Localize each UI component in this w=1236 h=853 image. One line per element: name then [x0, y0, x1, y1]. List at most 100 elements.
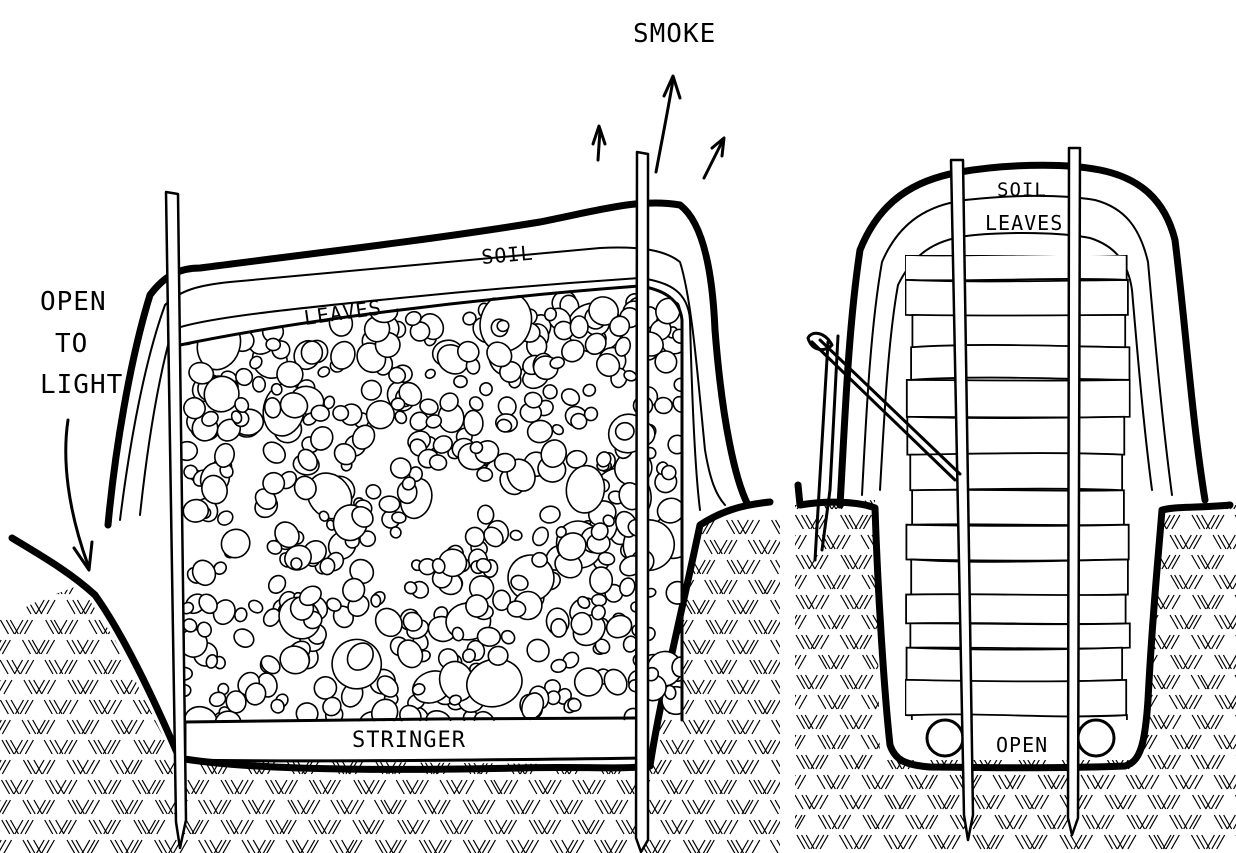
open-to-light-label-line1: OPEN: [40, 287, 107, 317]
hatch-stroke: [557, 720, 565, 734]
hatch-stroke: [731, 840, 739, 853]
hatch-stroke: [430, 640, 438, 654]
hatch-stroke: [729, 540, 737, 554]
hatch-stroke: [429, 520, 437, 534]
hatch-stroke: [760, 740, 768, 754]
stake-left[interactable]: [166, 192, 186, 848]
hatch-stroke: [1185, 615, 1193, 629]
hatch-stroke: [1127, 815, 1135, 829]
hatch-stroke: [49, 820, 57, 834]
hatch-stroke: [266, 740, 274, 754]
hatch-stroke: [2, 780, 10, 794]
hatch-stroke: [76, 800, 84, 814]
hatch-stroke: [1140, 495, 1148, 509]
wood-chunk: [454, 376, 467, 388]
hatch-stroke: [816, 715, 824, 729]
hatch-stroke: [897, 675, 905, 689]
hatch-stroke: [517, 720, 525, 734]
hatch-stroke: [806, 515, 814, 529]
hatch-stroke: [754, 700, 762, 714]
hatch-stroke: [20, 700, 28, 714]
hatch-stroke: [142, 540, 150, 554]
hatch-stroke: [0, 560, 7, 574]
vent-log-left: [927, 720, 963, 756]
hatch-stroke: [687, 520, 695, 534]
hatch-stroke: [143, 580, 151, 594]
hatch-stroke: [240, 660, 248, 674]
hatch-stroke: [138, 540, 146, 554]
wood-chunk: [364, 482, 383, 501]
hatch-stroke: [468, 800, 476, 814]
hatch-stroke: [797, 835, 805, 849]
hatch-stroke: [69, 740, 77, 754]
hatch-stroke: [297, 680, 305, 694]
hatch-stroke: [749, 780, 757, 794]
hatch-stroke: [899, 795, 907, 809]
stacked-wood: [905, 254, 1130, 752]
hatch-stroke: [444, 520, 452, 534]
hatch-stroke: [68, 800, 76, 814]
hatch-stroke: [1128, 715, 1136, 729]
hatch-stroke: [125, 600, 133, 614]
hatch-stroke: [1170, 535, 1178, 549]
hatch-stroke: [973, 815, 981, 829]
hatch-stroke: [110, 600, 118, 614]
hatch-stroke: [820, 715, 828, 729]
hatch-stroke: [1126, 775, 1134, 789]
hatch-stroke: [987, 835, 995, 849]
hatch-stroke: [817, 615, 825, 629]
hatch-stroke: [363, 620, 371, 634]
hatch-stroke: [715, 660, 723, 674]
hatch-stroke: [463, 800, 471, 814]
hatch-stroke: [683, 840, 691, 853]
hatch-stroke: [820, 835, 828, 849]
hatch-stroke: [72, 800, 80, 814]
stake-right-b[interactable]: [1068, 148, 1080, 835]
hatch-stroke: [1171, 575, 1179, 589]
hatch-stroke: [1162, 635, 1170, 649]
hatch-stroke: [881, 535, 889, 549]
hatch-stroke: [529, 620, 537, 634]
hatch-stroke: [428, 800, 436, 814]
hatch-stroke: [10, 740, 18, 754]
hatch-stroke: [165, 840, 173, 853]
hatch-stroke: [886, 815, 894, 829]
hatch-stroke: [160, 560, 168, 574]
hatch-stroke: [403, 780, 411, 794]
hatch-stroke: [135, 800, 143, 814]
hatch-stroke: [720, 660, 728, 674]
hatch-stroke: [230, 820, 238, 834]
hatch-stroke: [113, 580, 121, 594]
hatch-stroke: [416, 540, 424, 554]
hatch-stroke: [543, 740, 551, 754]
hatch-stroke: [906, 735, 914, 749]
hatch-stroke: [230, 740, 238, 754]
hatch-stroke: [187, 540, 195, 554]
hatch-stroke: [727, 560, 735, 574]
wood-chunk: [559, 386, 583, 409]
hatch-stroke: [262, 520, 270, 534]
hatch-stroke: [160, 640, 168, 654]
hatch-stroke: [410, 540, 418, 554]
hatch-stroke: [477, 800, 485, 814]
hatch-stroke: [1169, 695, 1177, 709]
hatch-stroke: [296, 840, 304, 853]
wood-slab: [905, 680, 1126, 717]
hatch-stroke: [418, 520, 426, 534]
hatch-stroke: [601, 720, 609, 734]
hatch-stroke: [916, 735, 924, 749]
hatch-stroke: [679, 820, 687, 834]
hatch-stroke: [894, 635, 902, 649]
hatch-stroke: [950, 735, 958, 749]
stake-right[interactable]: [636, 152, 648, 852]
hatch-stroke: [1189, 615, 1197, 629]
hatch-stroke: [598, 740, 606, 754]
hatch-stroke: [396, 780, 404, 794]
hatch-stroke: [543, 660, 551, 674]
hatch-stroke: [566, 840, 574, 853]
hatch-stroke: [204, 680, 212, 694]
hatch-stroke: [1149, 515, 1157, 529]
hatch-stroke: [827, 775, 835, 789]
hatch-stroke: [112, 740, 120, 754]
